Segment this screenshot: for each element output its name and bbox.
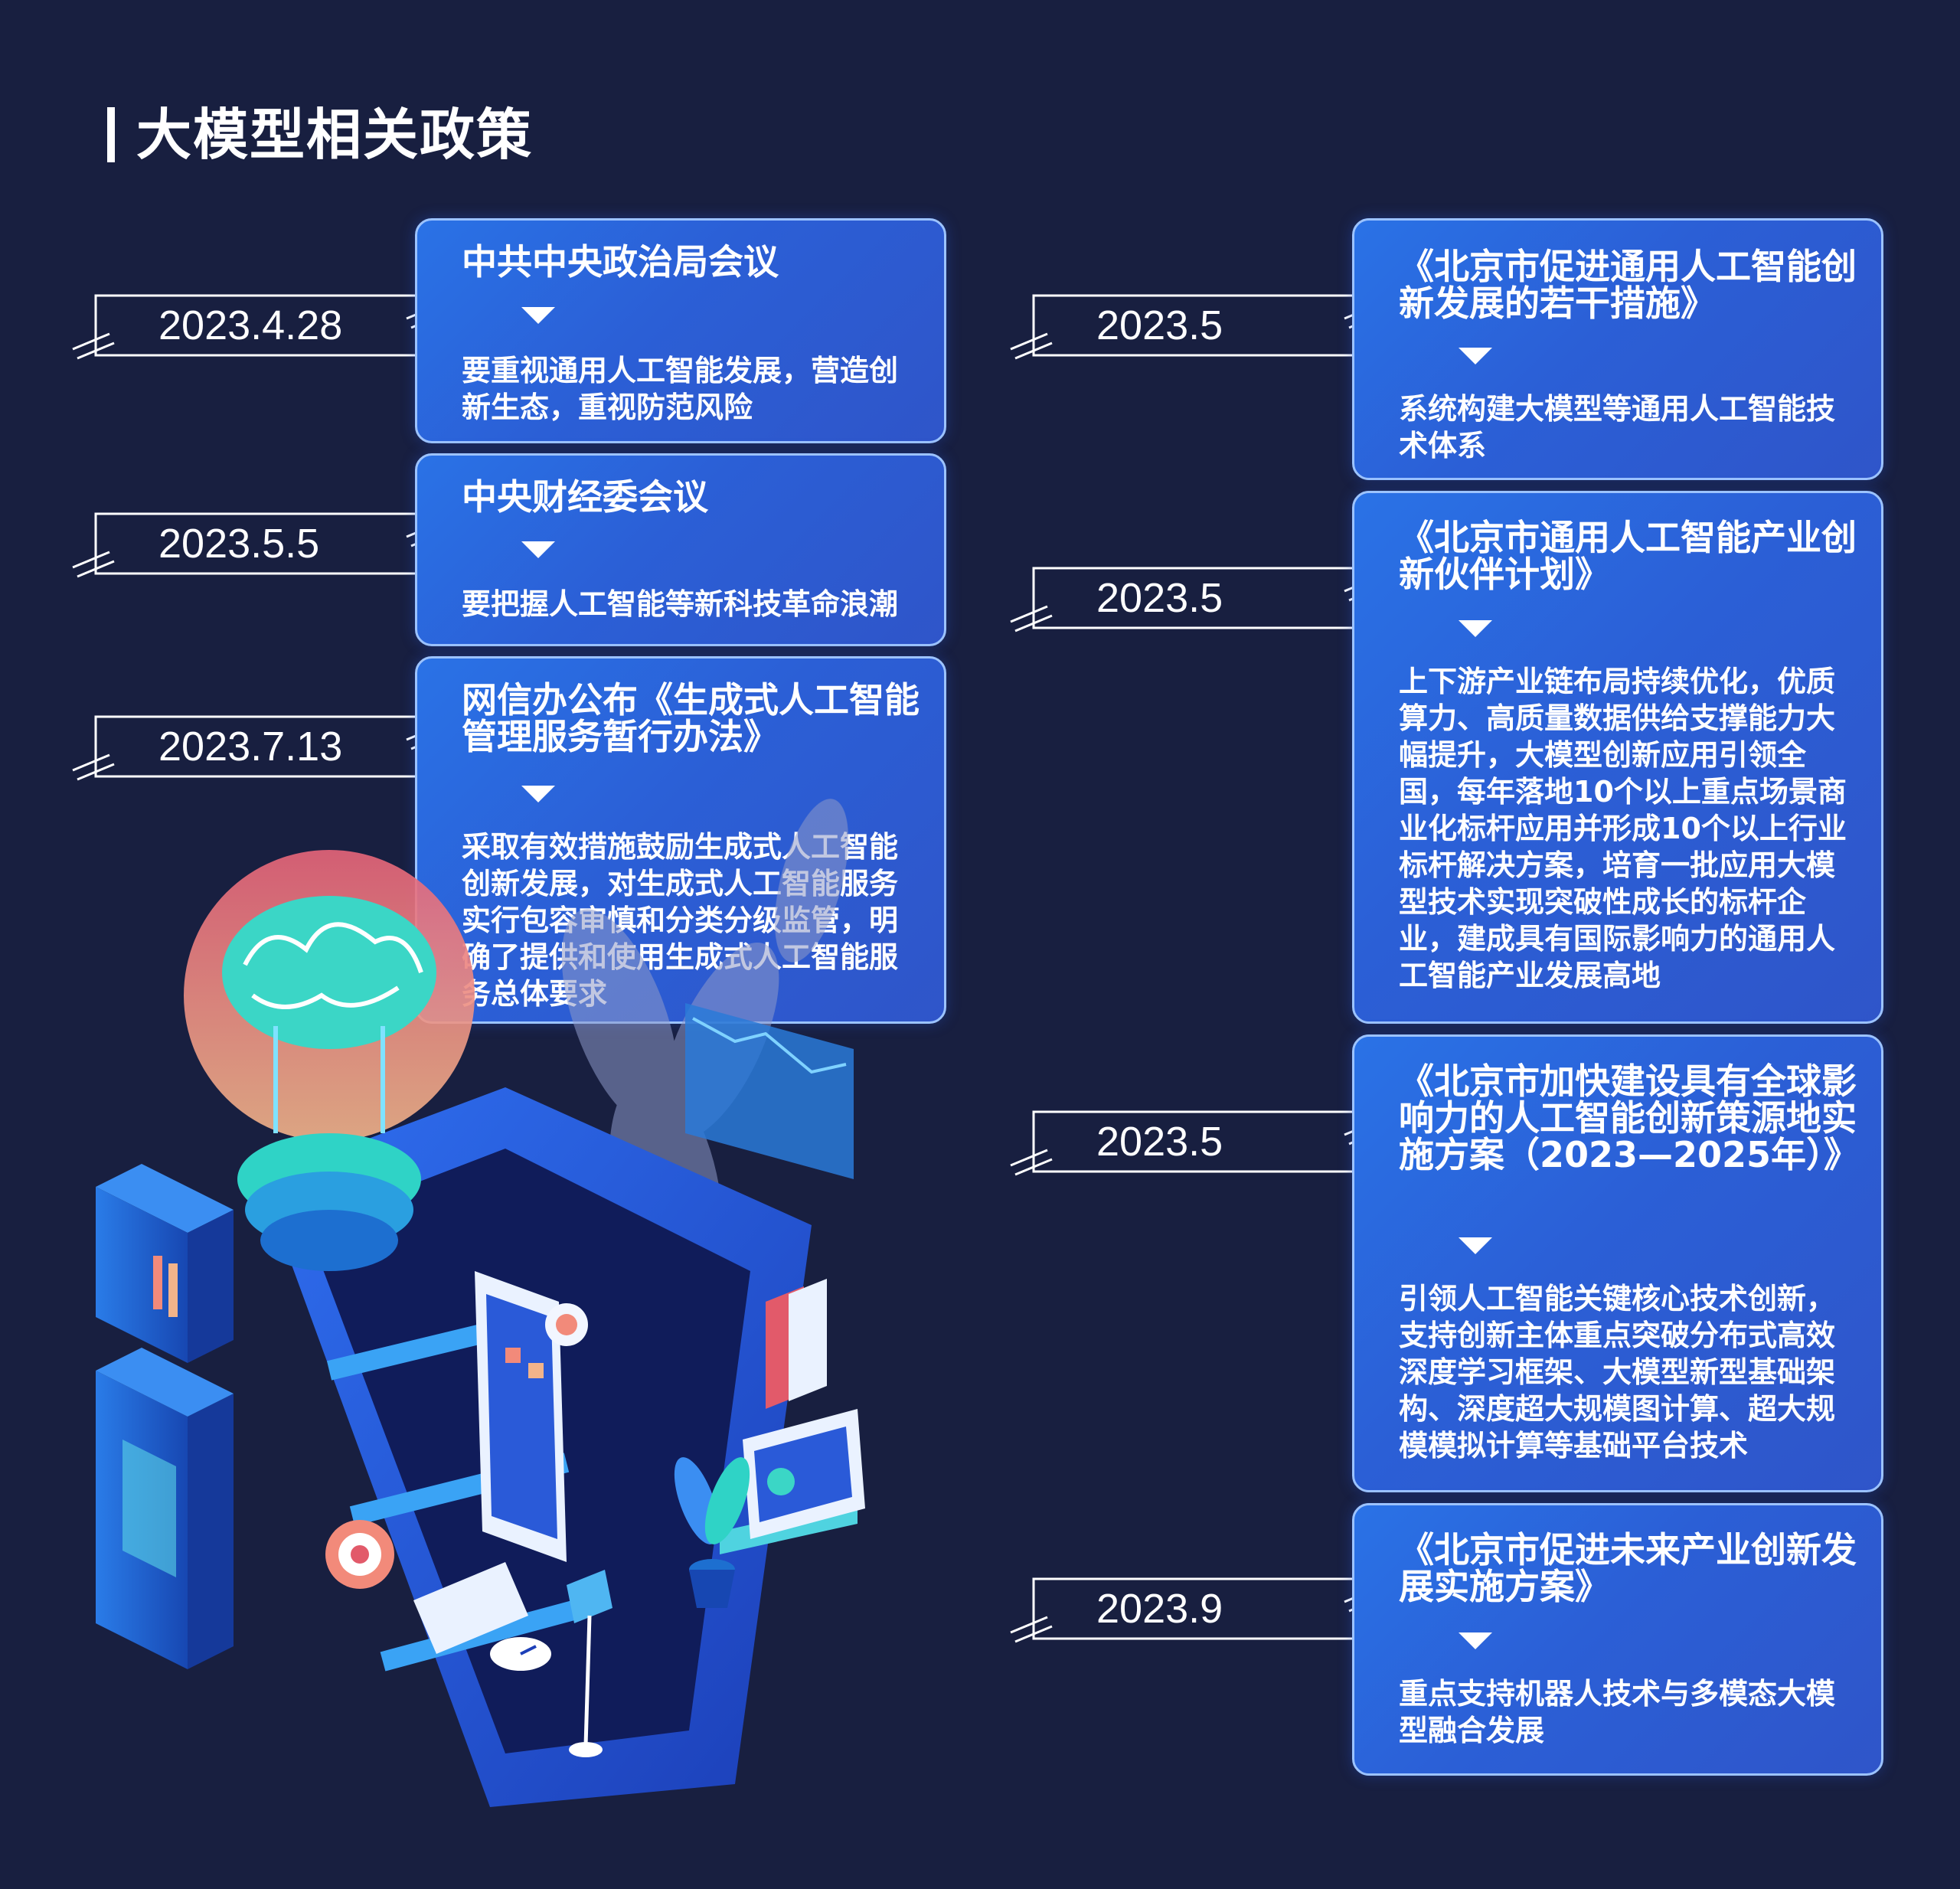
policy-title: 《北京市加快建设具有全球影响力的人工智能创新策源地实施方案（2023—2025年… — [1399, 1061, 1860, 1175]
chart-panel-icon — [685, 1003, 854, 1179]
smartphone-icon — [475, 1271, 588, 1562]
policy-card: 《北京市加快建设具有全球影响力的人工智能创新策源地实施方案（2023—2025年… — [1352, 1034, 1883, 1492]
down-arrow-icon — [521, 307, 555, 324]
server-tower-icon — [96, 1164, 234, 1669]
books-icon — [766, 1279, 827, 1409]
target-icon — [325, 1520, 394, 1589]
date-label: 2023.4.28 — [158, 302, 343, 348]
policy-description: 要把握人工智能等新科技革命浪潮 — [462, 587, 899, 621]
date-label: 2023.5 — [1096, 575, 1223, 621]
policy-card: 中共中央政治局会议 要重视通用人工智能发展，营造创新生态，重视防范风险 — [415, 218, 946, 443]
policy-title: 网信办公布《生成式人工智能管理服务暂行办法》 — [462, 679, 920, 757]
policy-title: 中央财经委会议 — [462, 476, 708, 518]
date-tag: 2023.5 — [1010, 294, 1387, 360]
policy-title: 《北京市促进未来产业创新发展实施方案》 — [1399, 1529, 1857, 1607]
desktop-computer-icon — [743, 1409, 865, 1539]
date-label: 2023.5 — [1096, 1119, 1223, 1165]
policy-title: 《北京市通用人工智能产业创新伙伴计划》 — [1399, 517, 1857, 595]
policy-title: 《北京市促进通用人工智能创新发展的若干措施》 — [1399, 246, 1857, 324]
date-label: 2023.5 — [1096, 302, 1223, 348]
down-arrow-icon — [1459, 1237, 1492, 1254]
policy-card: 《北京市促进未来产业创新发展实施方案》 重点支持机器人技术与多模态大模型融合发展 — [1352, 1503, 1883, 1776]
calendar-icon — [413, 1562, 528, 1654]
down-arrow-icon — [1459, 1632, 1492, 1649]
policy-description: 要重视通用人工智能发展，营造创新生态，重视防范风险 — [462, 354, 899, 424]
title-accent-bar — [107, 107, 115, 162]
down-arrow-icon — [1459, 620, 1492, 637]
policy-description: 上下游产业链布局持续优化，优质算力、高质量数据供给支撑能力大幅提升，大模型创新应… — [1399, 665, 1847, 992]
policy-title: 中共中央政治局会议 — [462, 241, 779, 283]
date-tag: 2023.5 — [1010, 1110, 1387, 1176]
page-title: 大模型相关政策 — [136, 103, 534, 167]
isometric-ai-workspace-illustration — [96, 799, 865, 1807]
policy-description: 引领人工智能关键核心技术创新，支持创新主体重点突破分布式高效深度学习框架、大模型… — [1399, 1282, 1836, 1463]
clock-icon — [490, 1637, 551, 1671]
policy-card: 中央财经委会议 要把握人工智能等新科技革命浪潮 — [415, 453, 946, 646]
policy-card: 《北京市促进通用人工智能创新发展的若干措施》 系统构建大模型等通用人工智能技术体… — [1352, 218, 1883, 480]
floor-lamp-icon — [567, 1570, 612, 1757]
brain-lightbulb-icon — [184, 850, 475, 1271]
down-arrow-icon — [1459, 348, 1492, 364]
date-label: 2023.9 — [1096, 1586, 1223, 1632]
down-arrow-icon — [521, 541, 555, 558]
potted-plant-icon — [674, 1457, 750, 1608]
policy-card: 网信办公布《生成式人工智能管理服务暂行办法》 采取有效措施鼓励生成式人工智能创新… — [415, 656, 946, 1024]
down-arrow-icon — [521, 786, 555, 802]
date-tag: 2023.9 — [1010, 1577, 1387, 1643]
date-label: 2023.5.5 — [158, 521, 320, 567]
date-tag: 2023.5.5 — [72, 512, 449, 578]
policy-card: 《北京市通用人工智能产业创新伙伴计划》 上下游产业链布局持续优化，优质算力、高质… — [1352, 491, 1883, 1024]
policy-description: 系统构建大模型等通用人工智能技术体系 — [1399, 392, 1836, 462]
date-label: 2023.7.13 — [158, 724, 343, 770]
policy-description: 重点支持机器人技术与多模态大模型融合发展 — [1399, 1677, 1836, 1747]
date-tag: 2023.4.28 — [72, 294, 449, 360]
date-tag: 2023.5 — [1010, 567, 1387, 632]
